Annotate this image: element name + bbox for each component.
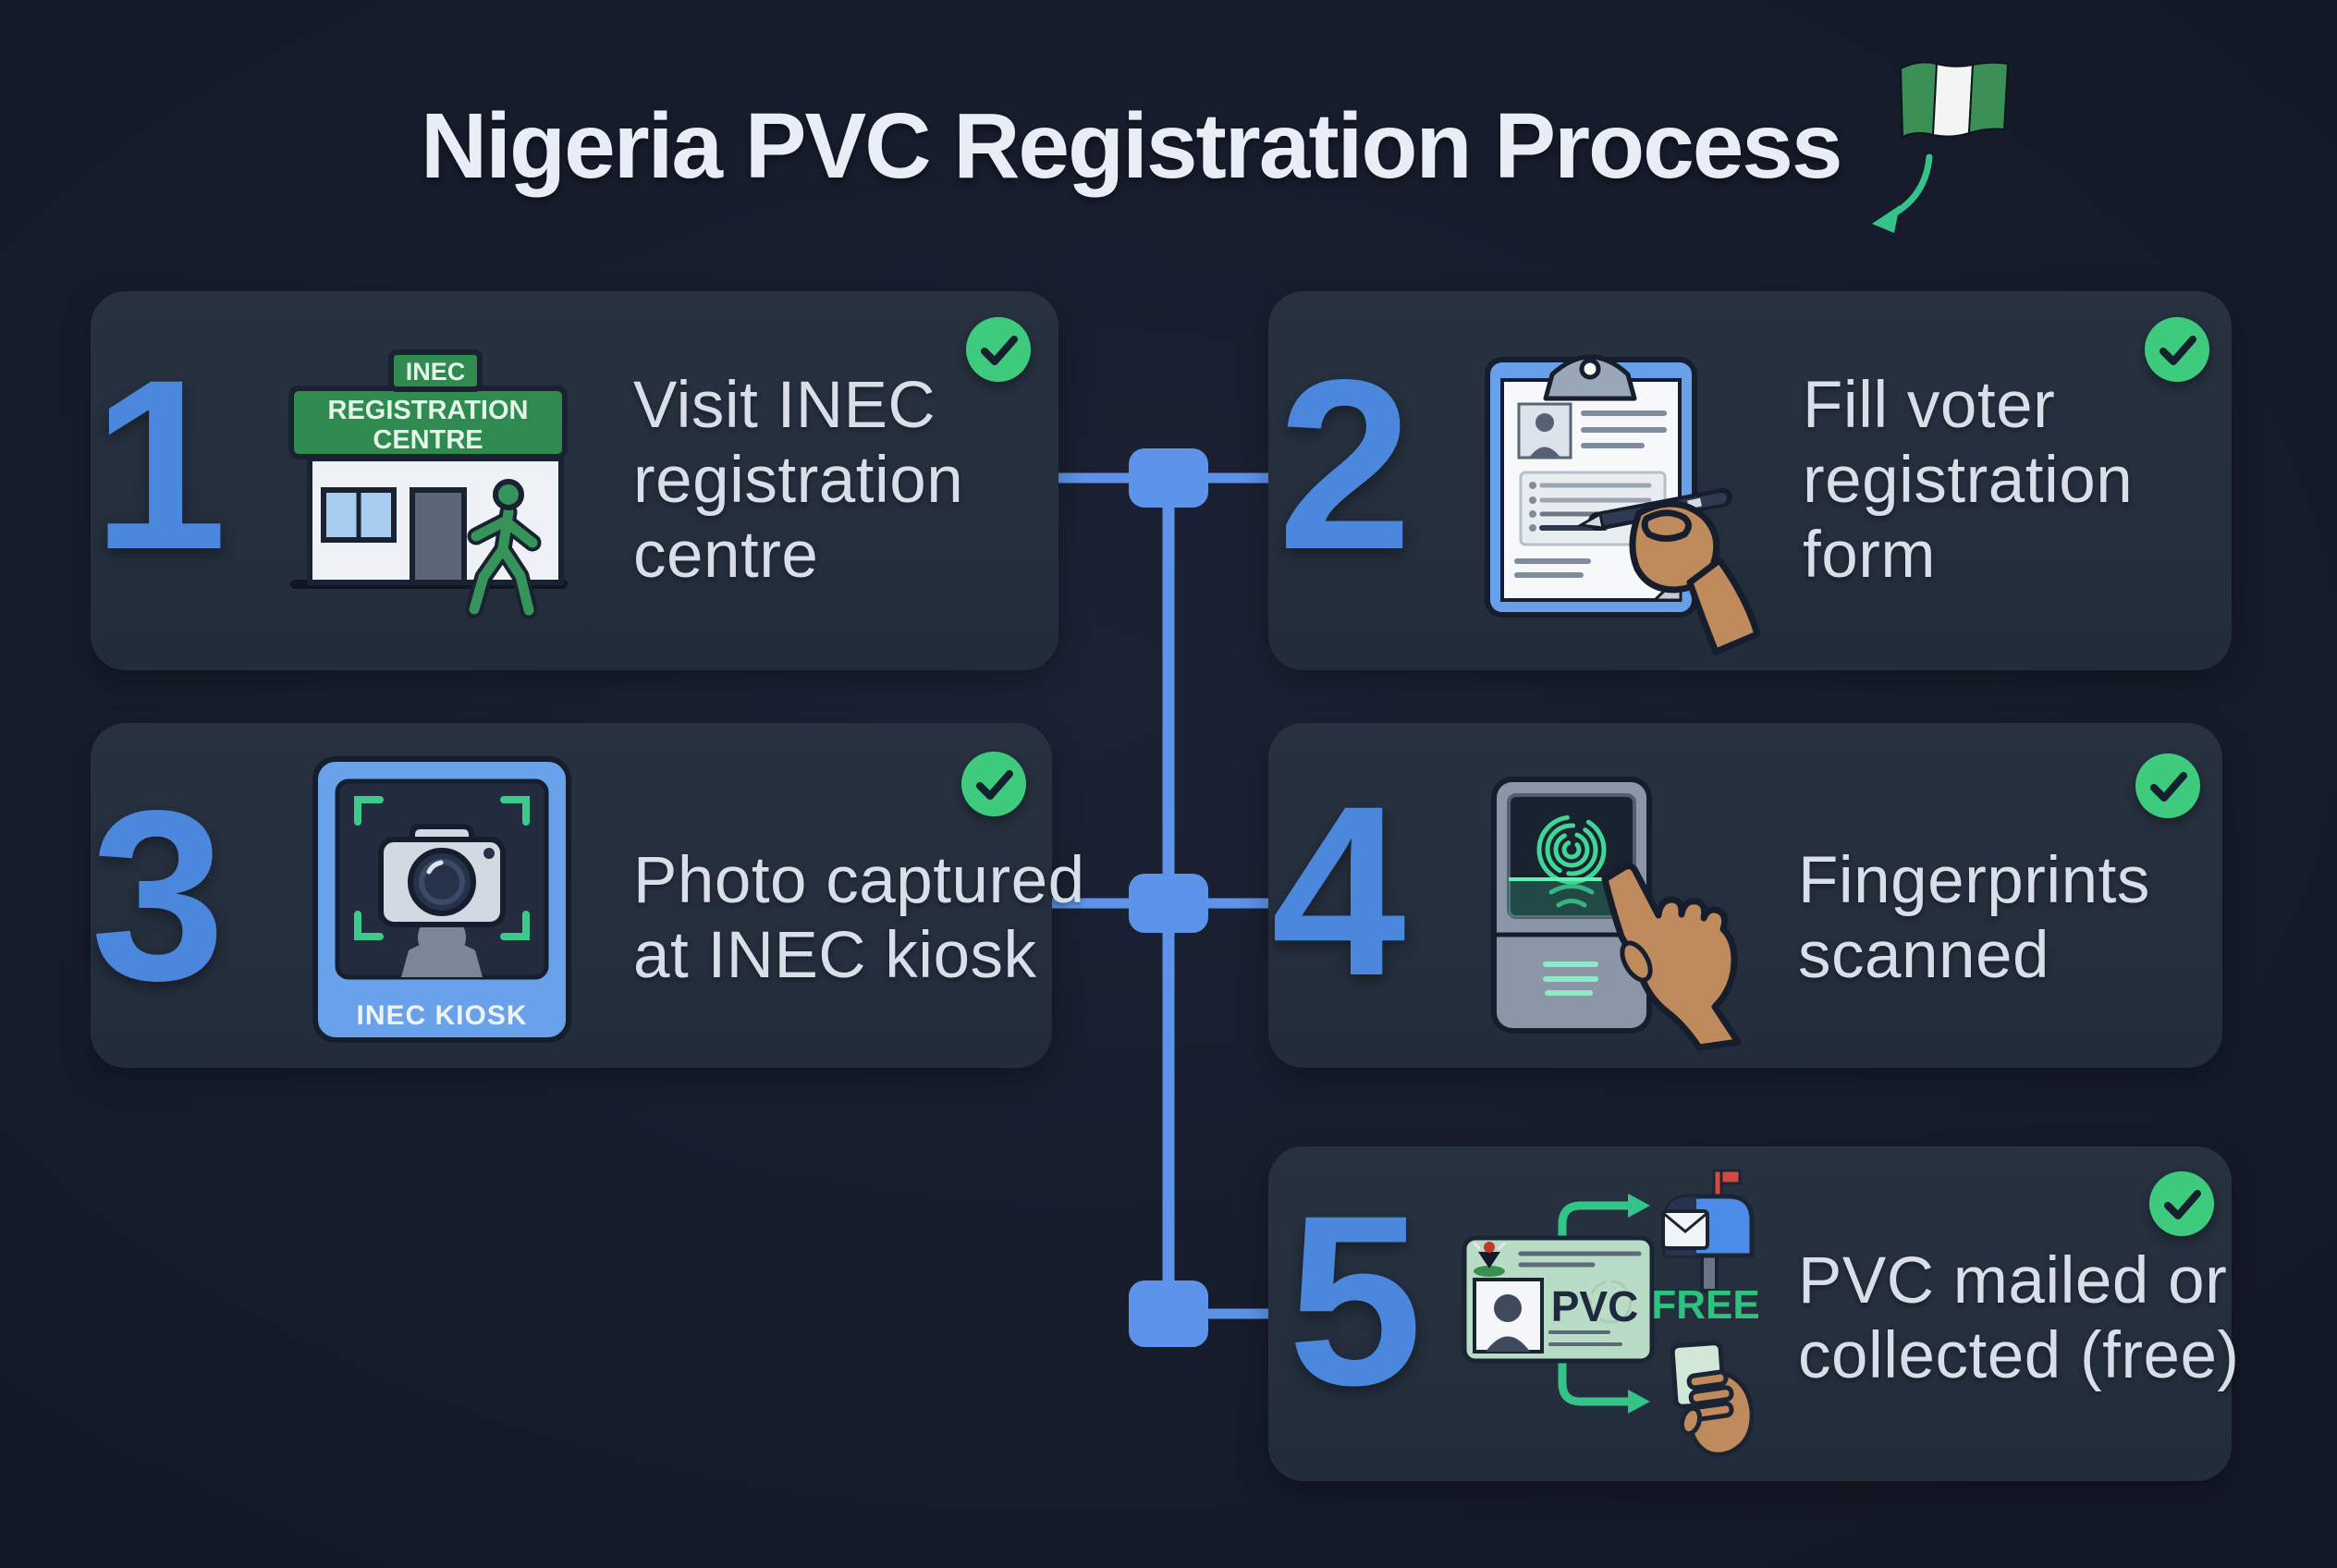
checkmark-icon: [2149, 1171, 2214, 1236]
voter-form-clipboard-icon: [1485, 354, 1761, 655]
photo-kiosk-camera-icon: INEC KIOSK: [312, 756, 571, 1043]
page-title: Nigeria PVC Registration Process: [421, 94, 1843, 198]
fingerprint-scanner-icon: [1491, 777, 1742, 1051]
building-door: [410, 487, 467, 585]
camera-icon: [378, 824, 506, 927]
pvc-label: PVC: [1551, 1282, 1639, 1330]
nigeria-flag-icon: [1900, 61, 2009, 138]
registration-sign-line1: REGISTRATION: [328, 396, 529, 425]
checkmark-icon: [2145, 317, 2209, 382]
step-text-5: PVC mailed or collected (free): [1798, 1244, 2240, 1392]
mailbox-icon: [1661, 1169, 1755, 1292]
connector-node-2: [1129, 874, 1208, 933]
scanner-status-lines: [1543, 962, 1598, 996]
step-number-4: 4: [1271, 755, 1406, 1026]
inec-registration-centre-building-icon: INEC REGISTRATION CENTRE: [288, 349, 568, 619]
checkmark-icon: [2135, 753, 2200, 818]
step-text-2: Fill voter registration form: [1803, 369, 2134, 592]
step-card-4: [1268, 723, 2222, 1068]
step-number-2: 2: [1278, 329, 1413, 600]
viewfinder-brackets-icon: [354, 796, 530, 940]
pointing-hand-icon: [1601, 863, 1742, 1051]
step-number-5: 5: [1288, 1165, 1423, 1436]
step-text-3: Photo captured at INEC kiosk: [633, 844, 1085, 992]
mail-arrow-icon: [1558, 1201, 1634, 1406]
fingerprint-icon: [1536, 815, 1607, 908]
connector-node-3: [1129, 1280, 1208, 1347]
envelope-icon: [1661, 1209, 1709, 1250]
free-label: FREE: [1651, 1282, 1759, 1328]
step-number-1: 1: [92, 329, 227, 600]
hand-with-pen-icon: [1576, 488, 1761, 655]
step-text-4: Fingerprints scanned: [1798, 844, 2150, 992]
checkmark-icon: [961, 752, 1026, 816]
step-card-3: [91, 723, 1052, 1068]
step-number-3: 3: [91, 760, 226, 1031]
curved-arrow-icon: [1872, 153, 1933, 233]
coat-of-arms-icon: [1472, 1241, 1507, 1277]
step-card-1: [91, 291, 1058, 670]
step-text-1: Visit INEC registration centre: [633, 369, 964, 592]
walking-person-icon: [465, 479, 542, 619]
inec-sign-label: INEC: [406, 358, 466, 386]
hand-collect-card-icon: [1670, 1341, 1755, 1457]
registration-sign-line2: CENTRE: [373, 425, 483, 455]
connector-node-1: [1129, 448, 1208, 508]
checkmark-icon: [966, 317, 1031, 382]
pvc-card-icon: PVC: [1462, 1235, 1655, 1364]
pvc-card-mail-collect-icon: PVC FREE: [1462, 1169, 1760, 1457]
kiosk-label: INEC KIOSK: [356, 1000, 527, 1031]
